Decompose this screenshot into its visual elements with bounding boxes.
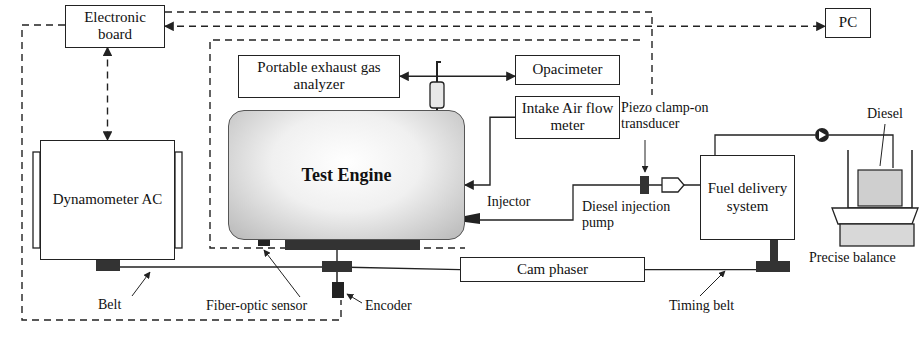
injection-pump-symbol [662, 178, 684, 192]
connector [165, 26, 825, 27]
component-box: Opacimeter [515, 55, 620, 85]
fuel-pump-symbol [815, 128, 829, 142]
box-label: Fuel delivery system [706, 180, 789, 215]
engine-block: Test Engine [228, 110, 465, 240]
engine-base [285, 240, 420, 250]
connector [465, 117, 515, 185]
component-box: Dynamometer AC [40, 140, 175, 260]
box-label: Dynamometer AC [53, 191, 163, 208]
box-label: Test Engine [302, 165, 392, 186]
part-label: Fiber-optic sensor [205, 298, 308, 314]
pulley [322, 261, 352, 272]
dyno-flange [33, 152, 40, 248]
leader-line [347, 294, 362, 303]
component-box: Portable exhaust gas analyzer [238, 55, 400, 98]
connector [645, 240, 774, 270]
signal-line [210, 40, 640, 248]
part-label: Timing belt [668, 298, 735, 314]
encoder-symbol [332, 282, 344, 298]
balance-body [840, 224, 914, 246]
fuel-pump-symbol [819, 131, 826, 139]
part-label: Precise balance [808, 250, 897, 266]
connector [337, 267, 460, 270]
connector [400, 76, 515, 77]
component-box: Fuel delivery system [700, 155, 795, 240]
component-box: Intake Air flow meter [515, 96, 620, 139]
injector-symbol [465, 213, 480, 224]
part-label: Diesel [866, 106, 904, 122]
dyno-flange [175, 152, 182, 248]
box-label: Intake Air flow meter [521, 100, 614, 135]
box-label: Portable exhaust gas analyzer [244, 59, 394, 94]
box-label: Opacimeter [533, 61, 603, 78]
part-label: Injector [486, 194, 532, 210]
part-label: Piezo clamp-on transducer [620, 100, 730, 132]
exhaust-muffler [430, 82, 444, 108]
fuel-line [715, 135, 815, 155]
leader-line [645, 140, 646, 172]
box-label: Cam phaser [517, 261, 588, 278]
leader-line [132, 272, 150, 296]
part-label: Diesel injection pump [581, 199, 695, 231]
connector [107, 48, 108, 141]
box-label: Electronic board [71, 9, 159, 44]
diesel-tank [858, 170, 902, 206]
component-box: Electronic board [65, 5, 165, 48]
pump-shaft [770, 240, 778, 261]
shaft [336, 272, 338, 282]
box-label: PC [839, 14, 857, 31]
piezo-clamp [640, 176, 649, 194]
pulley [756, 261, 790, 272]
leader-line [700, 271, 725, 296]
beaker [848, 150, 912, 208]
leader-line [264, 250, 300, 297]
leader-line [880, 124, 885, 166]
component-box: Cam phaser [460, 257, 645, 282]
balance-pan [832, 208, 918, 224]
part-label: Belt [97, 297, 122, 313]
component-box: PC [825, 8, 871, 38]
pulley [96, 260, 120, 271]
part-label: Encoder [364, 298, 413, 314]
fiber-optic-sensor [258, 240, 270, 246]
